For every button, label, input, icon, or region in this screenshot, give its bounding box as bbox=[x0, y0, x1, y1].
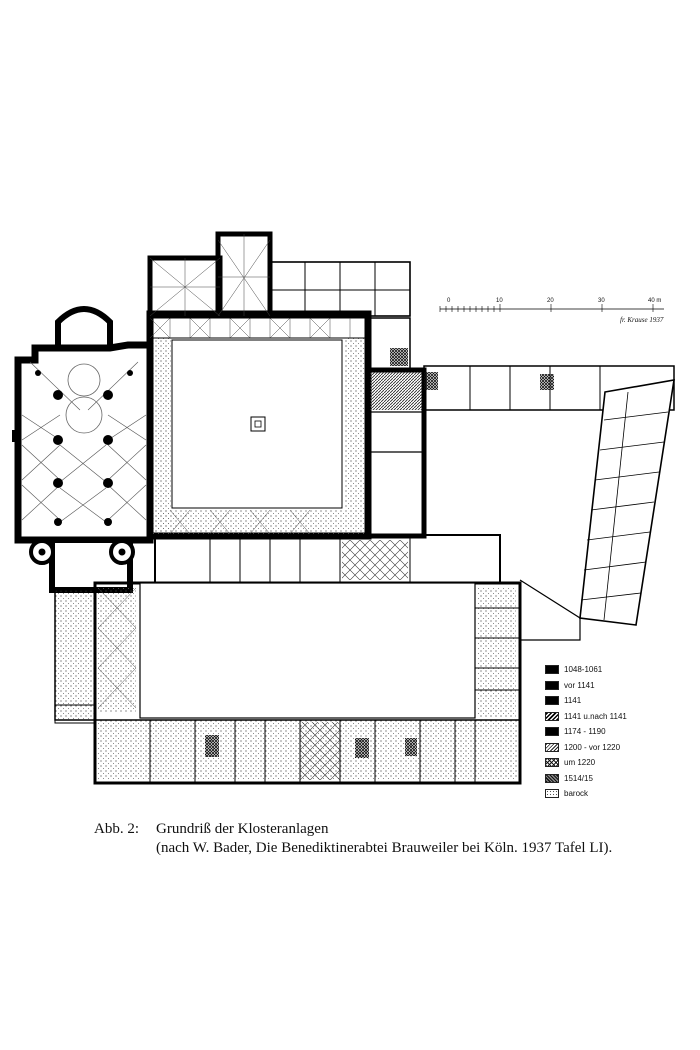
legend-item: 1141 bbox=[545, 693, 685, 709]
legend-swatch bbox=[545, 742, 559, 752]
legend-item: 1200 - vor 1220 bbox=[545, 740, 685, 756]
scale-bar: 0 10 20 30 40 m bbox=[439, 298, 664, 312]
legend-item: 1141 u.nach 1141 bbox=[545, 709, 685, 725]
legend-item: vor 1141 bbox=[545, 678, 685, 694]
legend-label: 1141 u.nach 1141 bbox=[564, 711, 627, 721]
scale-tick-label: 10 bbox=[496, 298, 503, 304]
legend-label: barock bbox=[564, 789, 589, 799]
legend-swatch bbox=[545, 773, 559, 783]
legend-swatch bbox=[545, 680, 559, 690]
legend-item: 1514/15 bbox=[545, 771, 685, 787]
legend-item: 1174 - 1190 bbox=[545, 724, 685, 740]
legend-label: um 1220 bbox=[564, 758, 596, 768]
legend-swatch bbox=[545, 789, 559, 799]
legend-swatch bbox=[545, 665, 559, 675]
figure-caption: Abb. 2: Grundriß der Klosteranlagen (nac… bbox=[94, 820, 674, 858]
legend-label: 1048-1061 bbox=[564, 665, 603, 675]
legend-label: 1514/15 bbox=[564, 773, 593, 783]
legend: 1048-1061 vor 1141 1141 1141 u.nach 1141… bbox=[545, 662, 685, 802]
legend-item: um 1220 bbox=[545, 755, 685, 771]
figure-number: Abb. 2: bbox=[94, 821, 139, 837]
scale-tick-label: 40 m bbox=[648, 298, 661, 304]
legend-label: 1174 - 1190 bbox=[564, 727, 606, 737]
legend-swatch bbox=[545, 727, 559, 737]
legend-item: 1048-1061 bbox=[545, 662, 685, 678]
south-range-plan bbox=[54, 534, 522, 785]
legend-label: vor 1141 bbox=[564, 680, 595, 690]
scale-tick-label: 0 bbox=[447, 298, 451, 304]
caption-source: (nach W. Bader, Die Benediktinerabtei Br… bbox=[156, 840, 613, 856]
legend-label: 1141 bbox=[564, 696, 582, 706]
east-wing-plan bbox=[365, 365, 675, 641]
cloister-plan bbox=[146, 310, 372, 540]
legend-label: 1200 - vor 1220 bbox=[564, 742, 621, 752]
legend-swatch bbox=[545, 758, 559, 768]
scale-tick-label: 20 bbox=[547, 298, 554, 304]
legend-item: barock bbox=[545, 786, 685, 802]
caption-title: Grundriß der Klosteranlagen bbox=[156, 821, 329, 837]
scale-tick-label: 30 bbox=[598, 298, 605, 304]
legend-swatch bbox=[545, 696, 559, 706]
drafter-signature: fr. Krause 1937 bbox=[620, 316, 664, 324]
legend-swatch bbox=[545, 711, 559, 721]
church-plan bbox=[12, 306, 154, 593]
